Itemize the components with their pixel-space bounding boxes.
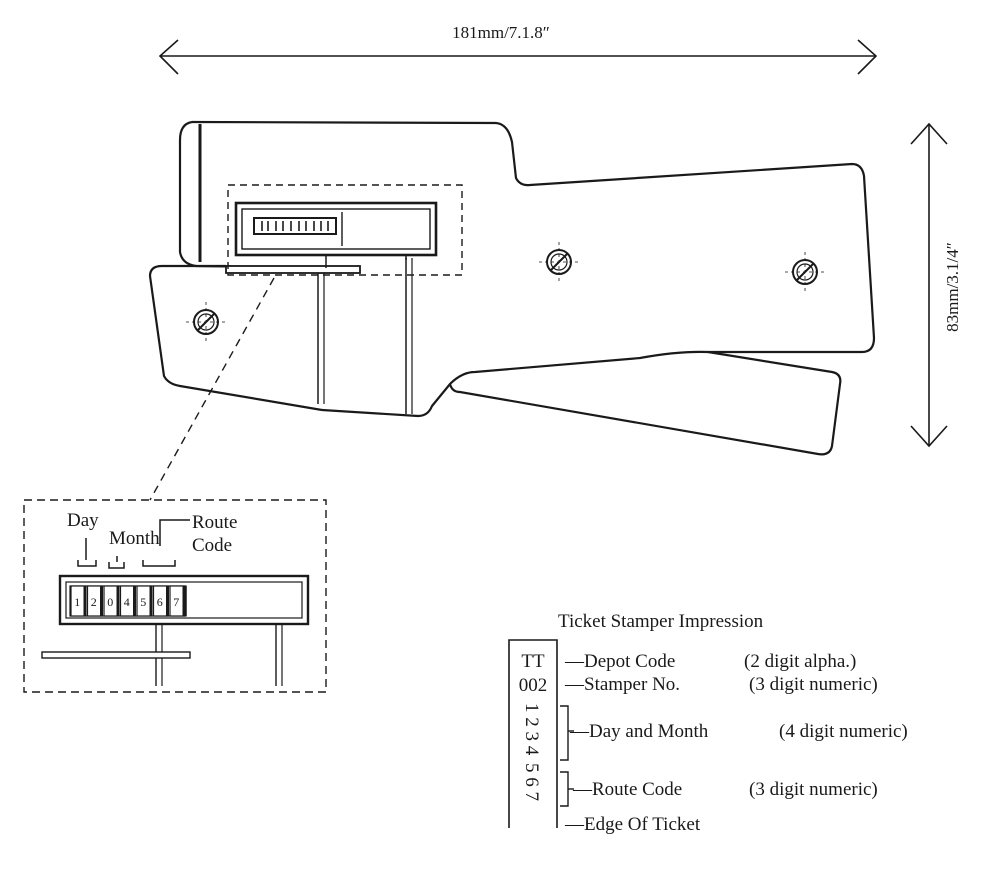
day-month-format: (4 digit numeric) [779, 721, 908, 742]
stamp-digit: 4 [124, 595, 130, 609]
stamper-body [148, 120, 876, 456]
stamp-digit: 7 [173, 595, 179, 609]
height-dimension: 83mm/3.1/4″ [910, 122, 962, 448]
width-dimension: 181mm/7.1.8″ [158, 23, 878, 75]
depot-code-format: (2 digit alpha.) [744, 651, 856, 672]
stamp-digit: 2 [91, 595, 97, 609]
stamper-no-label: —Stamper No. [564, 674, 680, 695]
impression-legend: Ticket Stamper Impression TT 002 1 2 3 4… [508, 611, 908, 835]
screw-icon [785, 252, 825, 292]
screw-icon [186, 302, 226, 342]
month-label: Month [109, 528, 160, 549]
arrow-up-icon [910, 122, 948, 145]
depot-code-label: —Depot Code [564, 651, 675, 672]
digit-wheel-divider [182, 586, 186, 616]
strip-depot-code: TT [521, 651, 545, 672]
impression-title: Ticket Stamper Impression [558, 611, 764, 632]
digit-wheel-divider [116, 586, 120, 616]
digit-wheel-divider [149, 586, 153, 616]
digit-wheel-divider [83, 586, 87, 616]
stamper-no-format: (3 digit numeric) [749, 674, 878, 695]
route-code-row-label: —Route Code [572, 779, 682, 800]
ticket-strip [508, 639, 558, 828]
strip-route-code: 5 6 7 [521, 763, 542, 801]
detail-leader-line [149, 277, 275, 501]
strip-stamper-number: 002 [519, 675, 548, 696]
digit-wheel-divider [100, 586, 103, 616]
stamp-digit: 0 [107, 595, 113, 609]
digit-wheel-divider [133, 586, 136, 616]
arrow-right-icon [857, 39, 878, 75]
width-label: 181mm/7.1.8″ [452, 23, 550, 42]
arrow-left-icon [158, 39, 179, 75]
route-code-label-line1: Route [192, 512, 237, 533]
strip-day-month: 1 2 3 4 [521, 703, 542, 756]
day-label: Day [67, 510, 99, 531]
stamp-digit: 1 [74, 595, 80, 609]
stamp-digit: 6 [157, 595, 163, 609]
day-month-label: —Day and Month [569, 721, 709, 742]
route-code-format: (3 digit numeric) [749, 779, 878, 800]
screw-icon [539, 242, 579, 282]
route-code-label-line2: Code [192, 535, 232, 556]
stamp-head-highlight [227, 184, 463, 276]
arrow-down-icon [910, 425, 948, 448]
digit-wheel-divider [166, 586, 169, 616]
height-label: 83mm/3.1/4″ [943, 242, 962, 332]
stamp-digit: 5 [140, 595, 146, 609]
edge-of-ticket-label: —Edge Of Ticket [564, 814, 701, 835]
